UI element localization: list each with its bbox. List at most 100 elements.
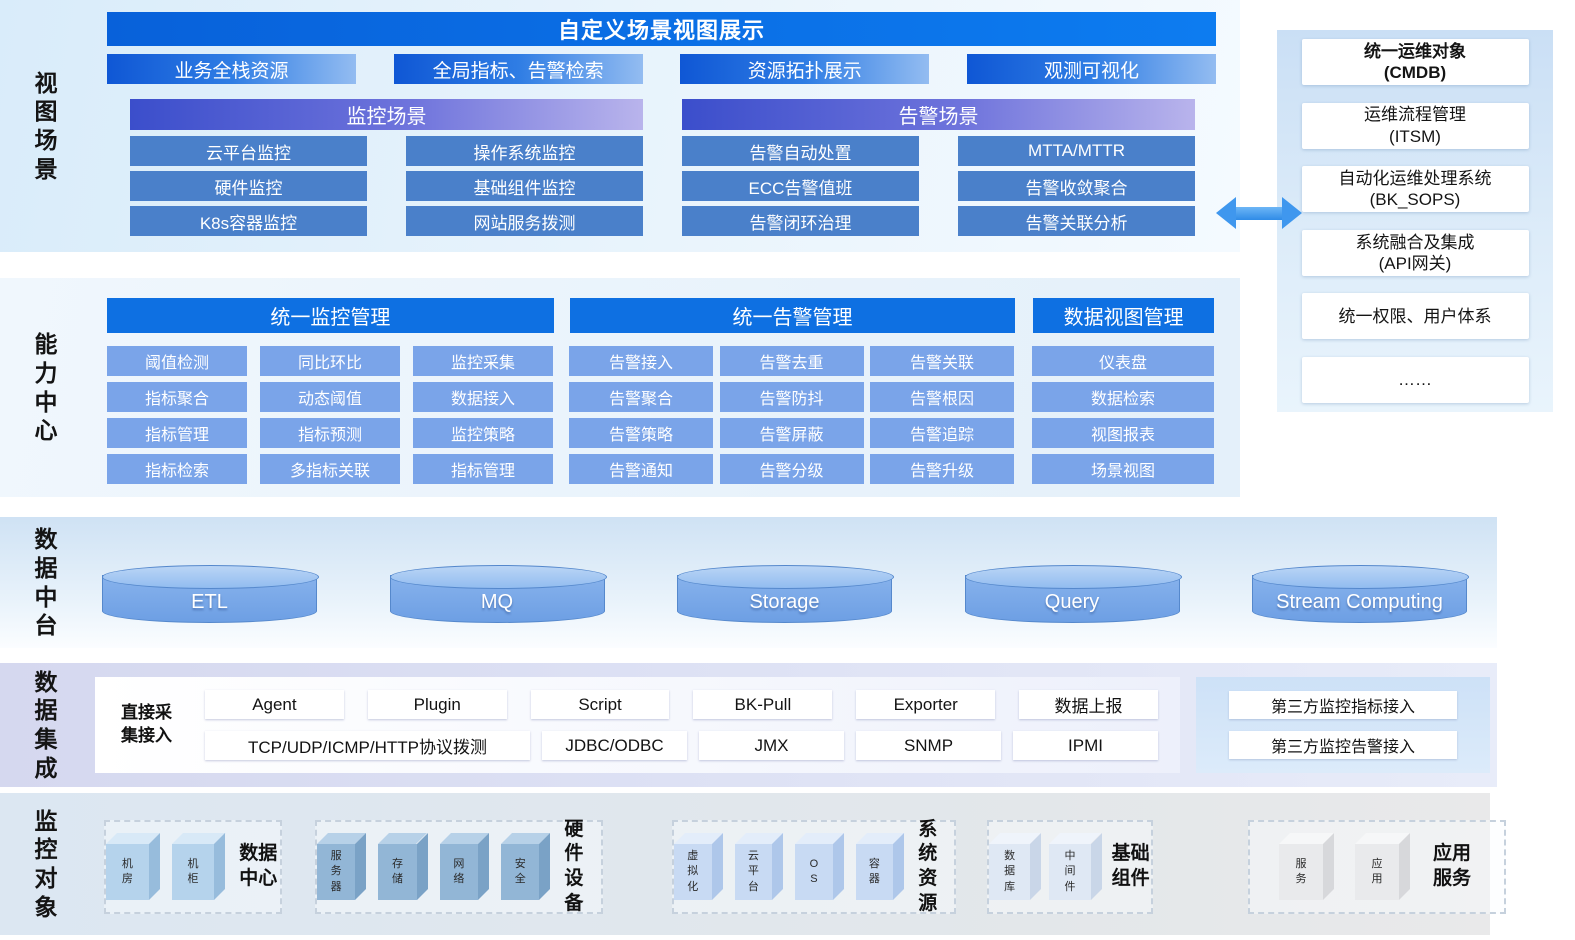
view-scene-content: 自定义场景视图展示 业务全栈资源 全局指标、告警检索 资源拓扑展示 观测可视化 … bbox=[107, 12, 1216, 236]
object-group-label: 应用服务 bbox=[1433, 843, 1472, 889]
ops-box-line: 统一权限、用户体系 bbox=[1338, 306, 1492, 326]
capability-item: 指标聚合 bbox=[107, 382, 247, 412]
capability-item: 动态阈值 bbox=[260, 382, 400, 412]
cylinder-label: Storage bbox=[749, 591, 820, 613]
cylinder-label: Query bbox=[1044, 591, 1100, 613]
capability-item: 同比环比 bbox=[260, 346, 400, 376]
header-data-view: 数据视图管理 bbox=[1033, 298, 1214, 333]
cylinder-label: Stream Computing bbox=[1276, 591, 1443, 613]
capability-item: 指标检索 bbox=[107, 454, 247, 484]
scene-item: 硬件监控 bbox=[130, 171, 367, 201]
capability-item: 指标预测 bbox=[260, 418, 400, 448]
capability-headers: 统一监控管理 统一告警管理 数据视图管理 bbox=[107, 298, 1214, 333]
collect-item: JDBC/ODBC bbox=[542, 731, 687, 760]
cube-label: 网络 bbox=[453, 857, 465, 885]
cube-label: 中间件 bbox=[1064, 849, 1076, 893]
cube-label: 容器 bbox=[868, 857, 880, 885]
banner-custom-scene-view: 自定义场景视图展示 bbox=[107, 12, 1216, 46]
cube-security: 安全 bbox=[501, 844, 540, 900]
capability-item: 指标管理 bbox=[107, 418, 247, 448]
capability-item: 告警通知 bbox=[569, 454, 713, 484]
collect-item: SNMP bbox=[856, 731, 1001, 760]
cube-label: 安全 bbox=[514, 857, 526, 885]
capability-item: 告警防抖 bbox=[719, 382, 864, 412]
cylinder-label: MQ bbox=[480, 591, 514, 613]
ops-box-line: …… bbox=[1398, 370, 1432, 390]
capability-content: 统一监控管理 统一告警管理 数据视图管理 阈值检测 同比环比 监控采集 指标聚合… bbox=[107, 298, 1214, 484]
cube-label: 服务器 bbox=[330, 849, 342, 893]
capability-item: 告警分级 bbox=[719, 454, 864, 484]
header-unified-monitoring: 统一监控管理 bbox=[107, 298, 554, 333]
tab-observability-visualization: 观测可视化 bbox=[966, 54, 1216, 84]
ops-box-api-gateway: 系统融合及集成 (API网关) bbox=[1301, 229, 1529, 276]
cube-label: OS bbox=[809, 857, 819, 885]
ops-box-cmdb: 统一运维对象 (CMDB) bbox=[1301, 39, 1529, 85]
capability-item: 告警接入 bbox=[569, 346, 713, 376]
ops-box-line: 运维流程管理 bbox=[1364, 105, 1466, 125]
rail-label: 视图场景 bbox=[34, 69, 58, 182]
capability-item: 告警策略 bbox=[569, 418, 713, 448]
rail-data-integration: 数据集成 bbox=[0, 663, 92, 787]
cube-application: 应用 bbox=[1355, 844, 1399, 900]
cube-middleware: 中间件 bbox=[1049, 844, 1091, 900]
arrow-left-head bbox=[1216, 197, 1236, 229]
collect-item: Plugin bbox=[367, 690, 507, 719]
ops-box-line: 统一运维对象 bbox=[1364, 41, 1466, 61]
cube-cloud-platform: 云平台 bbox=[734, 844, 773, 900]
tab-business-fullstack: 业务全栈资源 bbox=[107, 54, 356, 84]
section-data-platform: 数据中台 ETL MQ Storage Query Stream Computi… bbox=[0, 517, 1497, 648]
cylinder-stream-computing: Stream Computing bbox=[1252, 565, 1469, 623]
cube-label: 数据库 bbox=[1004, 849, 1016, 893]
capability-grids: 阈值检测 同比环比 监控采集 指标聚合 动态阈值 数据接入 指标管理 指标预测 … bbox=[107, 333, 1214, 484]
alarm-scene-grid: 告警自动处置 MTTA/MTTR ECC告警值班 告警收敛聚合 告警闭环治理 告… bbox=[682, 136, 1195, 236]
cube-virtualization: 虚拟化 bbox=[674, 844, 712, 900]
ops-box-line: (BK_SOPS) bbox=[1369, 190, 1461, 210]
cube-storage: 存储 bbox=[378, 844, 417, 900]
ops-system-panel: 统一运维对象 (CMDB) 运维流程管理 (ITSM) 自动化运维处理系统 (B… bbox=[1277, 30, 1553, 412]
object-group-label: 基础组件 bbox=[1111, 843, 1150, 889]
monitor-scene-grid: 云平台监控 操作系统监控 硬件监控 基础组件监控 K8s容器监控 网站服务拨测 bbox=[130, 136, 643, 236]
scene-item: ECC告警值班 bbox=[682, 171, 919, 201]
cylinder-label: ETL bbox=[191, 591, 228, 613]
scene-item: 操作系统监控 bbox=[406, 136, 643, 166]
third-party-panel: 第三方监控指标接入 第三方监控告警接入 bbox=[1196, 677, 1490, 773]
capability-item: 数据检索 bbox=[1032, 382, 1214, 412]
tab-global-metrics-alarm-search: 全局指标、告警检索 bbox=[393, 54, 643, 84]
rail-monitored-objects: 监控对象 bbox=[0, 793, 92, 935]
collect-item: BK-Pull bbox=[693, 690, 833, 719]
cube-os: OS bbox=[795, 844, 833, 900]
collect-item: Script bbox=[530, 690, 670, 719]
object-group-label: 硬件设备 bbox=[564, 818, 584, 914]
object-group-label: 系统资源 bbox=[918, 818, 938, 914]
scene-groups: 监控场景 云平台监控 操作系统监控 硬件监控 基础组件监控 K8s容器监控 网站… bbox=[107, 99, 1216, 236]
capability-item: 监控采集 bbox=[413, 346, 553, 376]
cube-label: 机柜 bbox=[187, 857, 199, 885]
collect-item: JMX bbox=[699, 731, 844, 760]
capability-item: 数据接入 bbox=[413, 382, 553, 412]
capability-item: 告警去重 bbox=[719, 346, 864, 376]
cube-rack: 机柜 bbox=[171, 844, 215, 900]
cube-service: 服务 bbox=[1279, 844, 1323, 900]
cube-database: 数据库 bbox=[989, 844, 1031, 900]
cube-server-room: 机房 bbox=[106, 844, 149, 900]
arrow-bar bbox=[1236, 206, 1282, 220]
section-data-integration: 数据集成 直接采集接入 Agent Plugin Script BK-Pull … bbox=[0, 663, 1497, 787]
capability-item: 视图报表 bbox=[1032, 418, 1214, 448]
section-capability-center: 能力中心 统一监控管理 统一告警管理 数据视图管理 阈值检测 同比环比 监控采集… bbox=[0, 278, 1240, 497]
collect-row-1: Agent Plugin Script BK-Pull Exporter 数据上… bbox=[205, 690, 1158, 719]
ops-box-bk-sops: 自动化运维处理系统 (BK_SOPS) bbox=[1301, 166, 1529, 213]
scene-item: 告警关联分析 bbox=[958, 206, 1195, 236]
rail-label: 数据集成 bbox=[34, 668, 58, 781]
direct-collect-panel: 直接采集接入 Agent Plugin Script BK-Pull Expor… bbox=[95, 677, 1180, 773]
ops-box-line: 系统融合及集成 bbox=[1355, 232, 1475, 252]
capability-item: 多指标关联 bbox=[260, 454, 400, 484]
scene-item: 告警自动处置 bbox=[682, 136, 919, 166]
cube-network: 网络 bbox=[439, 844, 479, 900]
tab-resource-topology: 资源拓扑展示 bbox=[680, 54, 930, 84]
third-party-metric-access: 第三方监控指标接入 bbox=[1229, 691, 1457, 719]
capability-item: 监控策略 bbox=[413, 418, 553, 448]
capability-item: 告警聚合 bbox=[569, 382, 713, 412]
collect-item: IPMI bbox=[1013, 731, 1158, 760]
object-group-datacenter: 机房 机柜 数据中心 bbox=[104, 820, 282, 914]
rail-view-scene: 视图场景 bbox=[0, 0, 92, 252]
